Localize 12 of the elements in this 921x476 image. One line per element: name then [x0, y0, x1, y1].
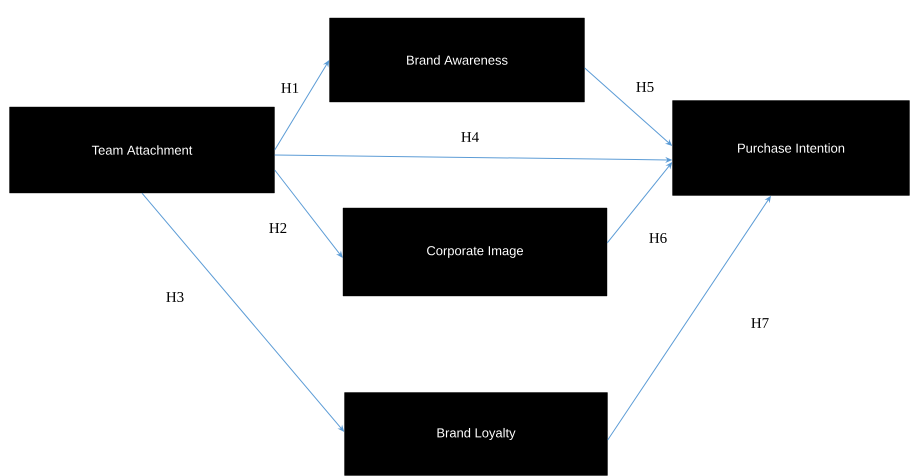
edge-label: H1 [280, 82, 300, 94]
edge-label: H3 [164, 290, 186, 303]
edge-label: H4 [460, 131, 480, 143]
edge-label: H2 [268, 222, 288, 234]
concept-box: Brand Loyalty [344, 392, 608, 476]
edge-label: H5 [634, 81, 656, 93]
edge-label: H6 [648, 232, 668, 244]
concept-box: Team Attachment [9, 106, 275, 194]
concept-box: Brand Awareness [329, 18, 585, 102]
concept-box: Corporate Image [342, 208, 608, 296]
concept-box: Purchase Intention [672, 100, 910, 196]
edge-label: H7 [750, 317, 770, 329]
